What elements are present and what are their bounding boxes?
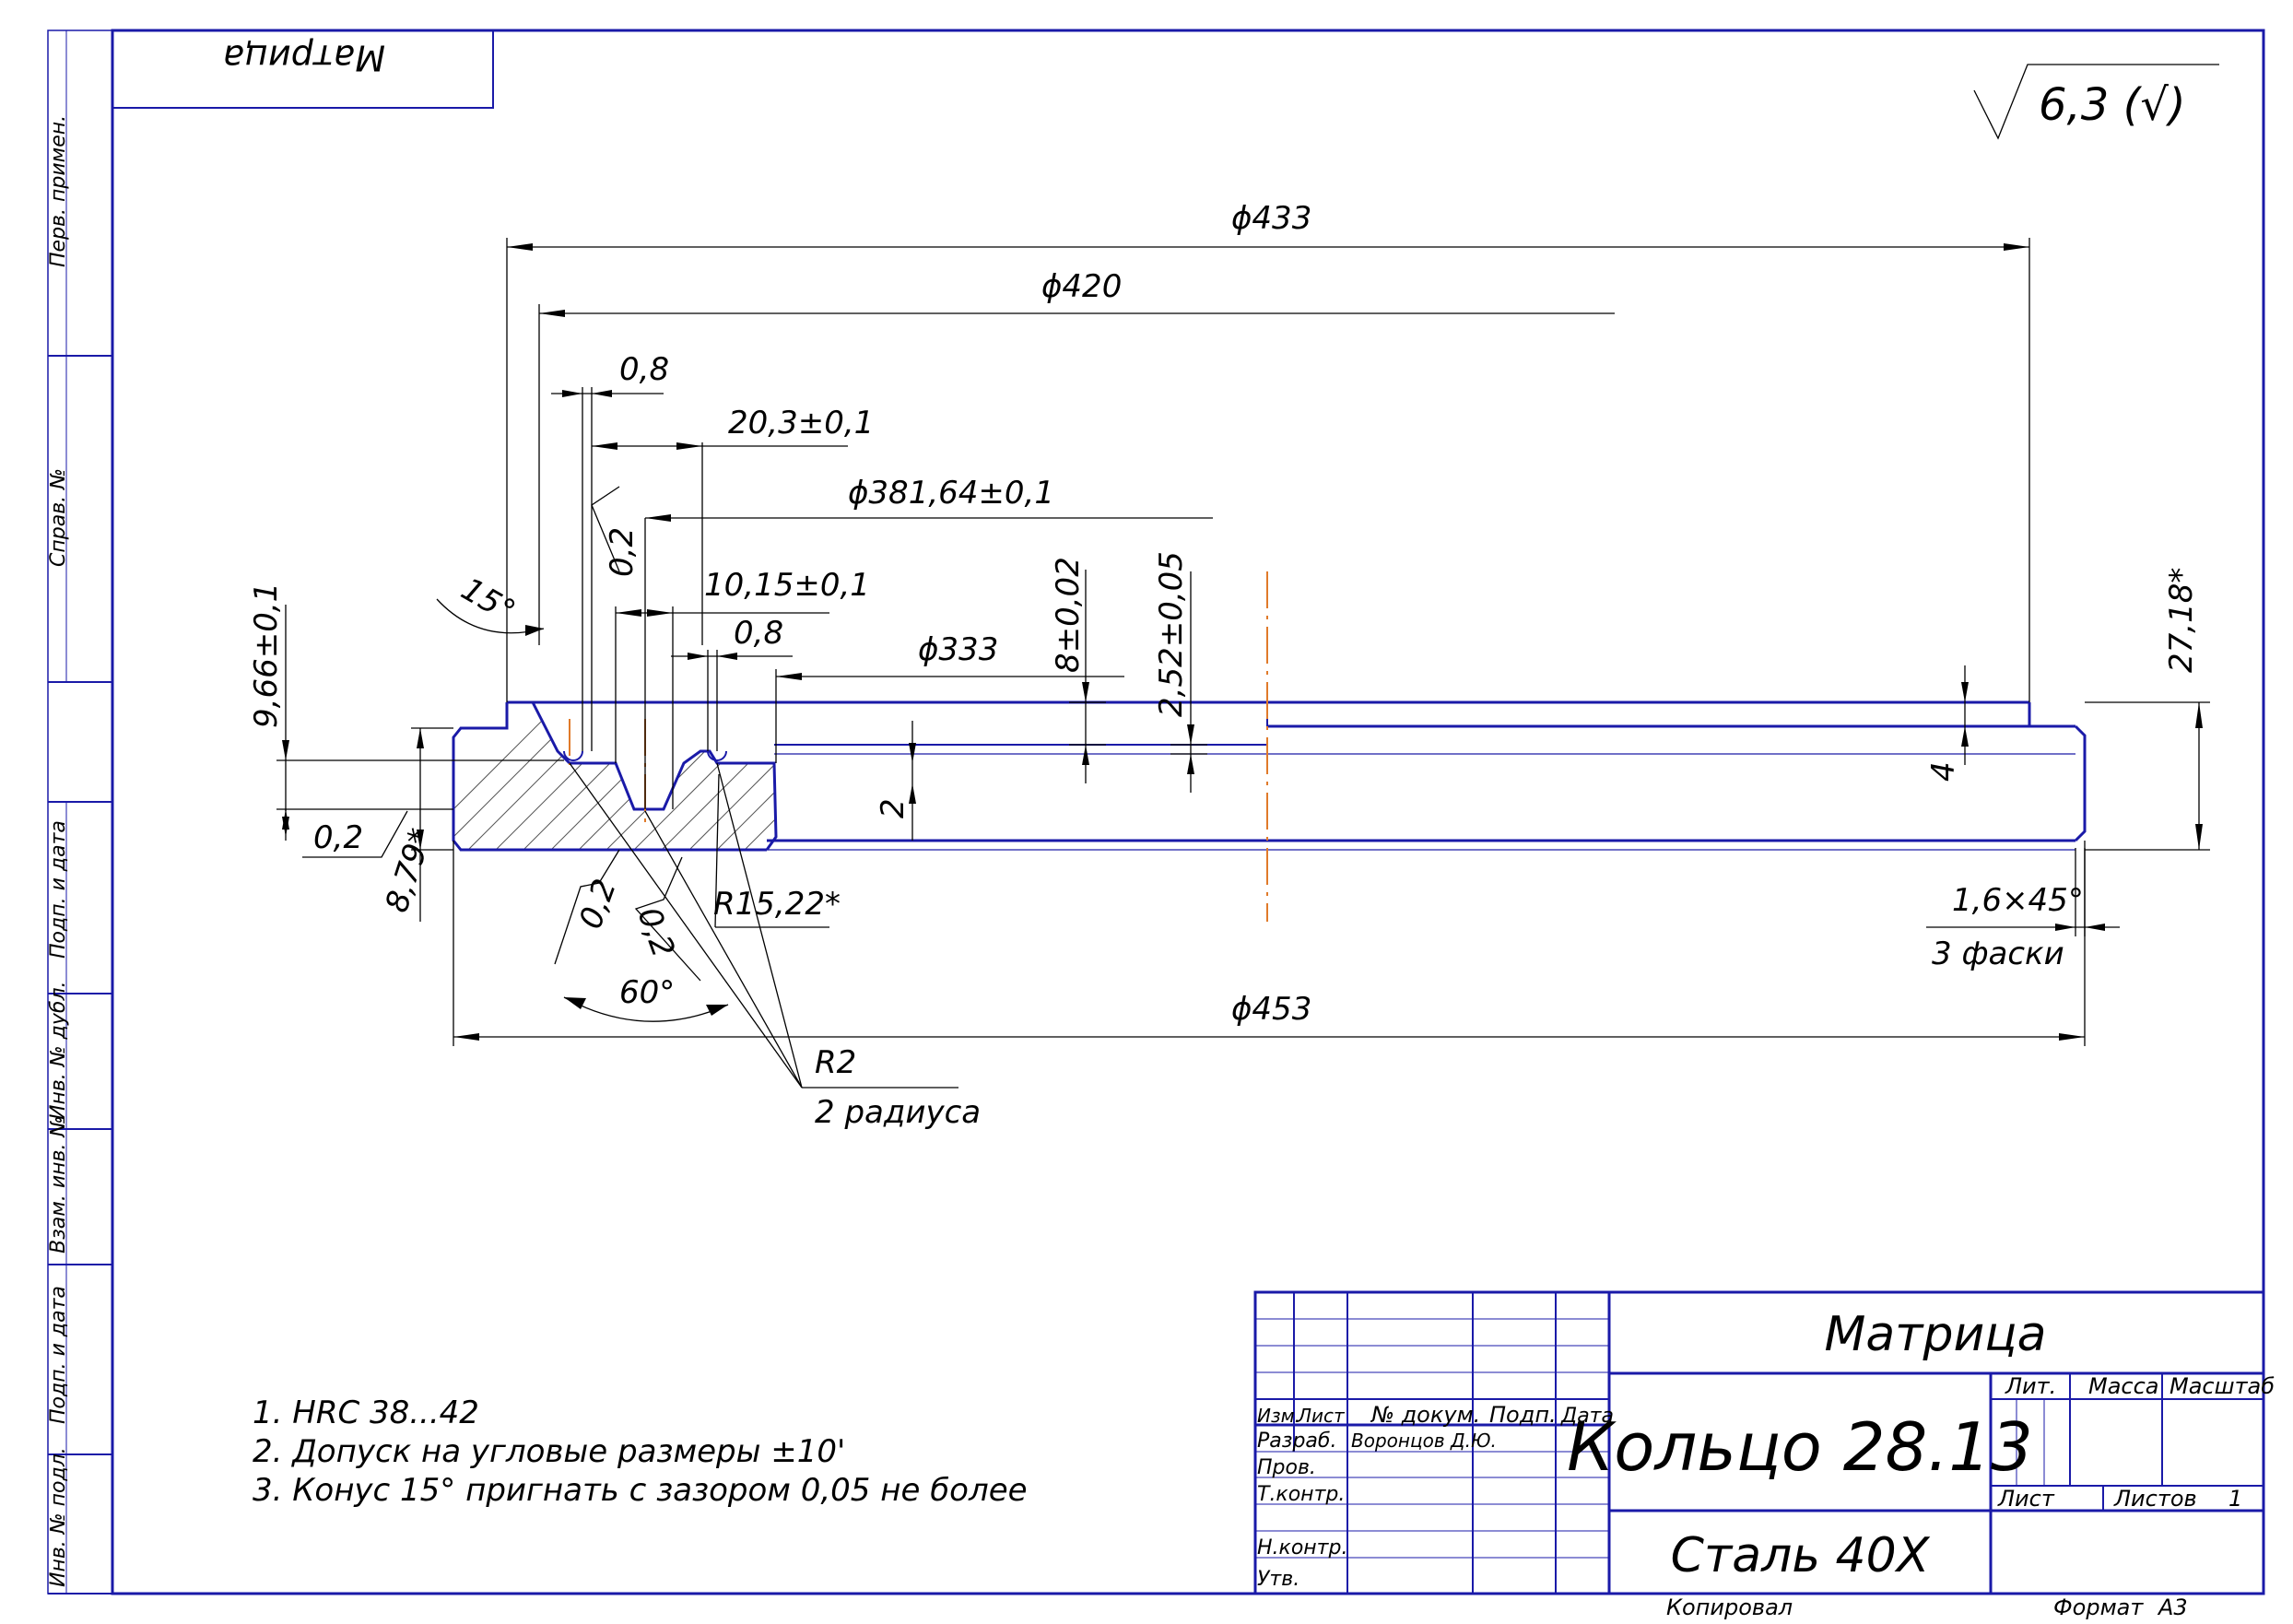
tb-row-utv: Утв. — [1257, 1568, 1299, 1591]
dim-8: 8±0,02 — [1050, 557, 1087, 673]
dim-9-66: 9,66±0,1 — [248, 583, 285, 728]
tb-razrab-name: Воронцов Д.Ю. — [1351, 1430, 1497, 1452]
roughness-sign: 6,3 (√) — [1973, 64, 2219, 140]
tb-part-name: Кольцо 28.13 — [1567, 1408, 2033, 1486]
dim-d333: ϕ333 — [918, 631, 998, 668]
tb-col-izm: Изм. — [1257, 1405, 1300, 1427]
tb-lit: Лит. — [2005, 1373, 2056, 1399]
tb-col-doc: № докум. — [1370, 1402, 1480, 1428]
dim-d453: ϕ453 — [1231, 991, 1311, 1028]
tb-row-prov: Пров. — [1257, 1456, 1316, 1479]
tb-col-podp: Подп. — [1489, 1402, 1557, 1428]
tb-massa: Масса — [2088, 1373, 2159, 1399]
tb-masshtab: Масштаб — [2170, 1373, 2275, 1399]
tb-sheets-count: 1 — [2228, 1486, 2242, 1512]
technical-notes: 1. HRC 38...42 2. Допуск на угловые разм… — [253, 1395, 1028, 1509]
sprav-no-label: Справ. № — [47, 468, 70, 567]
title-block: Матрица Кольцо 28.13 Сталь 40Х Изм. Лист… — [1253, 1290, 2275, 1620]
tb-row-tkontr: Т.контр. — [1257, 1483, 1345, 1506]
tb-row-razrab: Разраб. — [1257, 1430, 1336, 1453]
vzam-inv-label: Взам. инв. № — [47, 1116, 70, 1253]
top-stamp: Матрица — [112, 29, 494, 109]
dim-27-18: 27,18* — [2163, 568, 2200, 673]
dimension-lines — [276, 238, 2210, 1089]
note-1: 1. HRC 38...42 — [253, 1395, 479, 1431]
dim-d420: ϕ420 — [1041, 268, 1122, 305]
dim-d433: ϕ433 — [1231, 200, 1311, 237]
dim-10-15: 10,15±0,1 — [704, 567, 870, 604]
dim-0-8-bottom: 0,8 — [734, 615, 783, 652]
tb-kopiroval: Копировал — [1666, 1595, 1793, 1620]
tb-sheets: Листов — [2113, 1486, 2197, 1512]
tb-doc-name: Матрица — [1824, 1307, 2046, 1362]
tb-col-list: Лист — [1297, 1405, 1346, 1427]
left-strip: Перв. примен. Справ. № Подп. и дата Инв.… — [47, 115, 70, 1587]
dim-0-2-chamfer-1: 0,2 — [572, 875, 624, 934]
perv-primen-label: Перв. примен. — [47, 115, 70, 267]
dim-r2: R2 — [815, 1044, 856, 1081]
dim-d381: ϕ381,64±0,1 — [848, 475, 1054, 512]
tb-material: Сталь 40Х — [1671, 1528, 1931, 1583]
roughness-value: 6,3 (√) — [2039, 79, 2186, 131]
dim-0-2-top: 0,2 — [604, 527, 641, 577]
dim-4: 4 — [1925, 761, 1962, 782]
dim-2-52: 2,52±0,05 — [1153, 551, 1190, 717]
dim-r2-note: 2 радиуса — [815, 1094, 981, 1131]
tb-row-nkontr: Н.контр. — [1257, 1536, 1347, 1559]
inv-dubl-label: Инв. № дубл. — [47, 981, 70, 1120]
dim-8-79: 8,79* — [379, 824, 441, 917]
tb-format-label: Формат — [2053, 1595, 2144, 1620]
sheet-frame — [47, 29, 2265, 1595]
dim-0-2-left: 0,2 — [313, 819, 363, 856]
note-2: 2. Допуск на угловые размеры ±10' — [253, 1433, 845, 1470]
dim-60-deg: 60° — [619, 974, 675, 1011]
hatching — [453, 702, 776, 850]
dimension-labels: ϕ433 ϕ420 0,8 20,3±0,1 ϕ381,64±0,1 0,2 1… — [248, 200, 2200, 1131]
dim-chamfer-note: 3 фаски — [1932, 936, 2064, 972]
dim-0-8-top: 0,8 — [619, 351, 669, 388]
tb-format-value: А3 — [2157, 1595, 2188, 1620]
dim-chamfer: 1,6×45° — [1952, 882, 2084, 919]
inv-podl-label: Инв. № подл. — [47, 1447, 70, 1587]
podp-date-label-1: Подп. и дата — [47, 820, 70, 959]
tb-col-date: Дата — [1560, 1405, 1614, 1428]
dim-2: 2 — [875, 798, 911, 818]
dim-r15: R15,22* — [713, 886, 841, 923]
dim-20-3: 20,3±0,1 — [728, 405, 874, 441]
top-stamp-text: Матрица — [223, 38, 385, 78]
podp-date-label-2: Подп. и дата — [47, 1286, 70, 1424]
part-section — [452, 571, 2087, 922]
dim-0-2-chamfer-2: 0,2 — [630, 902, 682, 961]
note-3: 3. Конус 15° пригнать с зазором 0,05 не … — [253, 1472, 1028, 1509]
tb-sheet: Лист — [1997, 1486, 2055, 1512]
